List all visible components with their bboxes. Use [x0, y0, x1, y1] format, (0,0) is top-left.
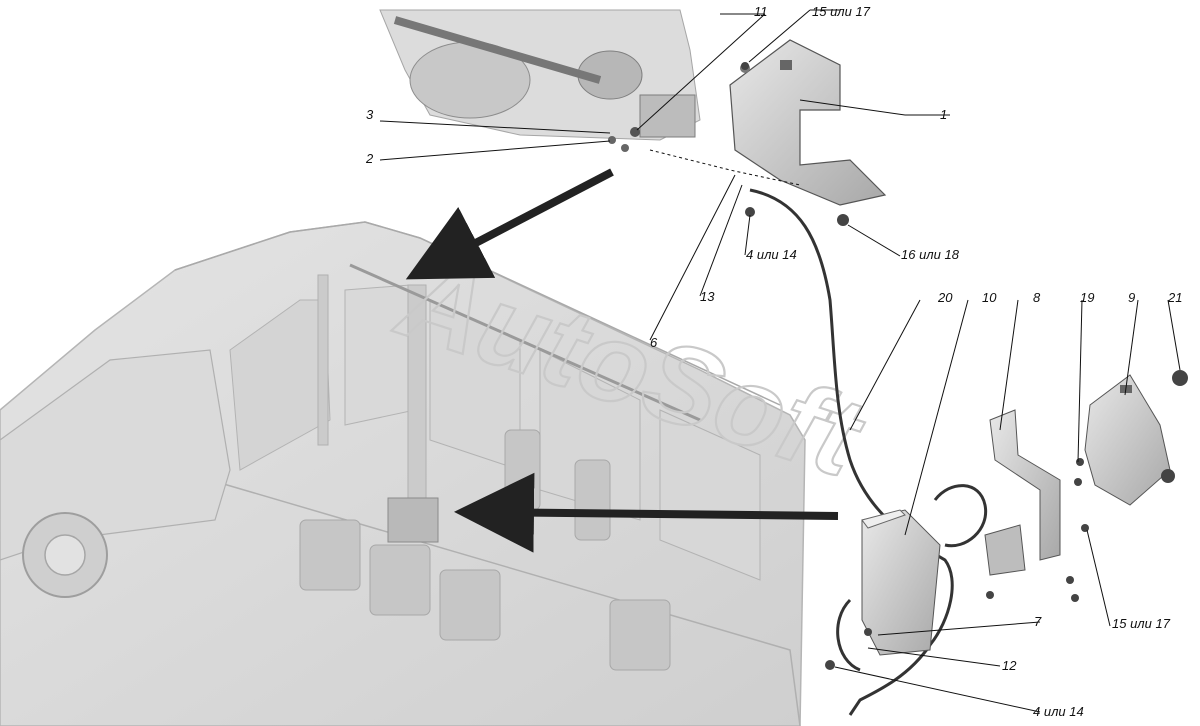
callout-19: 19 [1080, 290, 1094, 305]
callout-labels: 11 15 или 17 1 3 2 4 или 14 16 или 18 13… [365, 4, 1182, 719]
plate-9 [1084, 374, 1171, 506]
callout-4-14-bottom: 4 или 14 [1033, 704, 1084, 719]
callout-8: 8 [1033, 290, 1041, 305]
unit-10 [861, 509, 941, 656]
callout-20: 20 [937, 290, 953, 305]
callout-15-17-top: 15 или 17 [812, 4, 871, 19]
callout-7: 7 [1034, 614, 1042, 629]
callout-15-17-bottom: 15 или 17 [1112, 616, 1171, 631]
callout-21: 21 [1167, 290, 1182, 305]
callout-13: 13 [700, 289, 715, 304]
top-mechanism [379, 9, 701, 152]
callout-1: 1 [940, 107, 947, 122]
callout-16-18: 16 или 18 [901, 247, 960, 262]
callout-11: 11 [754, 4, 768, 19]
arrow-top-to-roof [405, 168, 614, 280]
callout-3: 3 [366, 107, 374, 122]
bracket-1 [729, 39, 887, 206]
callout-6: 6 [650, 335, 658, 350]
callout-4-14-top: 4 или 14 [746, 247, 797, 262]
fasteners [741, 62, 1188, 670]
bracket-8 [984, 409, 1061, 576]
callout-10: 10 [982, 290, 997, 305]
van-body [0, 221, 806, 726]
arrow-unit-to-interior [454, 472, 839, 553]
callout-2: 2 [365, 151, 374, 166]
callout-12: 12 [1002, 658, 1017, 673]
leader-lines [379, 9, 1181, 713]
callout-9: 9 [1128, 290, 1135, 305]
